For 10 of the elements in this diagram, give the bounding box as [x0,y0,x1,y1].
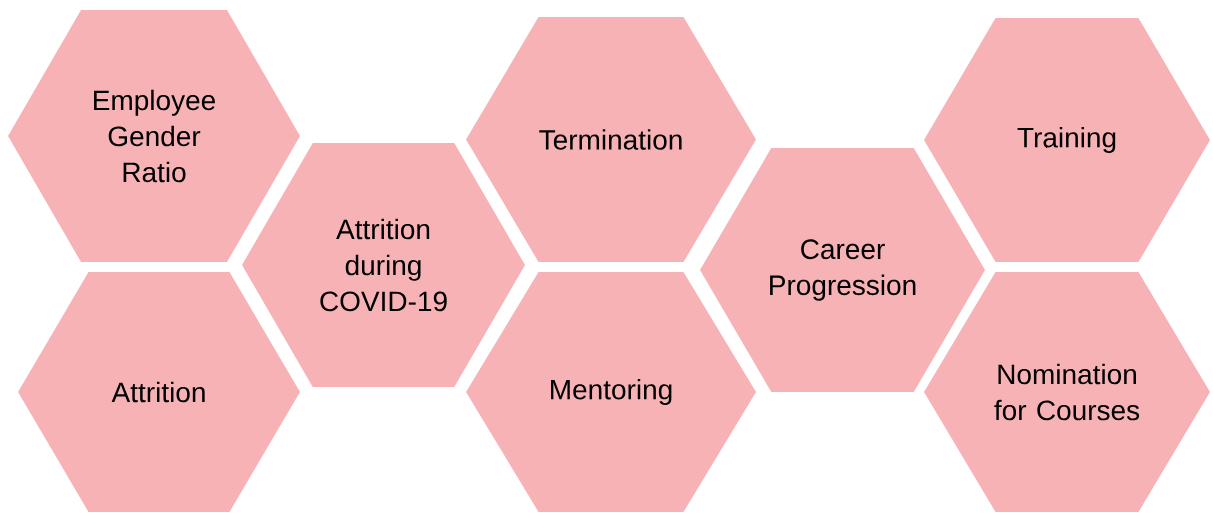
hexagon: Training [924,18,1210,262]
hexagon: Nomination for Courses [924,272,1210,512]
hexagon: Employee Gender Ratio [8,10,300,262]
hexagon: Attrition during COVID-19 [242,143,525,387]
node-label: Attrition during COVID-19 [320,218,447,312]
hexagon: Mentoring [466,272,756,512]
hexagon: Career Progression [700,148,985,392]
node-label: Career Progression [770,239,916,301]
hexagon: Termination [466,17,756,262]
hexagon: Attrition [18,272,300,512]
